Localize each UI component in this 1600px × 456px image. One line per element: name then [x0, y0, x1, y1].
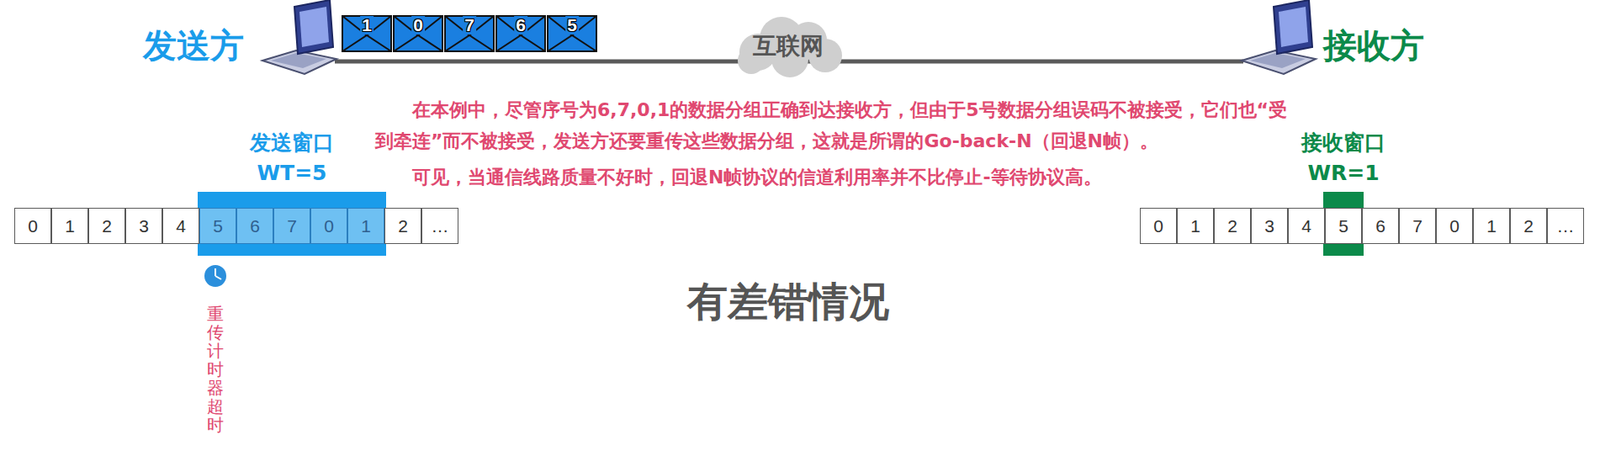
- sequence-cell: 5: [1324, 207, 1362, 244]
- sequence-cell: 0: [1435, 207, 1473, 244]
- sequence-cell: 2: [1213, 207, 1251, 244]
- packet-envelope: 7: [444, 15, 495, 53]
- packet-envelope: 5: [546, 15, 598, 53]
- sequence-cell: 3: [1250, 207, 1288, 244]
- window-band: 接收窗口WR=15: [1323, 191, 1364, 256]
- sequence-cell: 0: [14, 207, 52, 244]
- sequence-cell: 1: [51, 207, 89, 244]
- sequence-cell: …: [421, 207, 459, 244]
- sequence-number: 1: [52, 208, 88, 244]
- sequence-cell: 1: [1176, 207, 1214, 244]
- conclusion-note: 可见，当通信线路质量不好时，回退N帧协议的信道利用率并不比停止-等待协议高。: [375, 161, 1288, 193]
- sequence-cell: 6: [1361, 207, 1399, 244]
- sequence-number: …: [1547, 208, 1584, 244]
- window-band: 发送窗口WT=556701: [197, 191, 387, 256]
- window-size: WT=5: [257, 160, 328, 186]
- sequence-number: 4: [1288, 208, 1325, 244]
- sequence-number: 2: [1510, 208, 1547, 244]
- receiver-laptop: [1241, 0, 1316, 75]
- cloud-label: 互联网: [752, 30, 824, 63]
- sender-laptop: [262, 0, 337, 75]
- timeout-note: 重传计时器超时: [206, 304, 224, 435]
- sequence-number: 0: [1436, 208, 1473, 244]
- sequence-number: 1: [348, 208, 384, 244]
- sequence-number: 0: [1140, 208, 1177, 244]
- sequence-number: 3: [1251, 208, 1288, 244]
- sequence-number: …: [422, 208, 458, 244]
- receiver-label: 接收方: [1323, 22, 1425, 69]
- sequence-cell: 4: [1287, 207, 1325, 244]
- sequence-number: 2: [89, 208, 125, 244]
- packet-number: 6: [513, 15, 528, 35]
- packet-number: 1: [360, 15, 374, 35]
- sequence-number: 0: [311, 208, 347, 244]
- sequence-number: 1: [1473, 208, 1510, 244]
- internet-cloud: 互联网: [729, 15, 848, 78]
- packet-envelope: 6: [495, 15, 546, 53]
- sequence-number: 1: [1177, 208, 1214, 244]
- diagram-title: 有差错情况: [535, 275, 1041, 327]
- explanation-note: 在本例中，尽管序号为6,7,0,1的数据分组正确到达接收方，但由于5号数据分组误…: [375, 94, 1288, 157]
- sequence-number: 7: [274, 208, 310, 244]
- sequence-cell: 2: [88, 207, 126, 244]
- packet-number: 7: [462, 15, 477, 35]
- sequence-number: 2: [1214, 208, 1251, 244]
- sequence-cell: 2: [1509, 207, 1548, 244]
- sequence-number: 0: [15, 208, 51, 244]
- sequence-cell: 2: [384, 207, 422, 244]
- sequence-cell: 7: [1398, 207, 1436, 244]
- sequence-number: 6: [237, 208, 273, 244]
- sequence-number: 4: [163, 208, 199, 244]
- sequence-number: 7: [1399, 208, 1436, 244]
- sequence-number: 5: [1325, 208, 1362, 244]
- sequence-cell: 4: [162, 207, 200, 244]
- window-heading: 发送窗口: [249, 130, 334, 156]
- sequence-cell: 0: [310, 207, 348, 244]
- sequence-cell: 5: [199, 207, 237, 244]
- sequence-number: 5: [200, 208, 236, 244]
- clock-icon: [203, 264, 228, 288]
- sequence-number: 2: [385, 208, 421, 244]
- sequence-cell: 0: [1139, 207, 1177, 244]
- sequence-cell: 7: [273, 207, 311, 244]
- sequence-cell: 1: [1472, 207, 1510, 244]
- sequence-number: 3: [126, 208, 162, 244]
- sequence-cell: 1: [347, 207, 385, 244]
- sequence-number: 6: [1362, 208, 1399, 244]
- window-heading: 接收窗口: [1301, 130, 1386, 156]
- packet-envelope: 0: [392, 15, 444, 53]
- window-size: WR=1: [1307, 160, 1379, 186]
- packet-envelope: 1: [341, 15, 393, 53]
- sequence-cell: 3: [125, 207, 163, 244]
- sender-label: 发送方: [143, 22, 244, 69]
- sequence-cell: 6: [236, 207, 274, 244]
- sequence-cell: …: [1547, 207, 1585, 244]
- packet-number: 0: [411, 15, 425, 35]
- packet-number: 5: [565, 15, 579, 35]
